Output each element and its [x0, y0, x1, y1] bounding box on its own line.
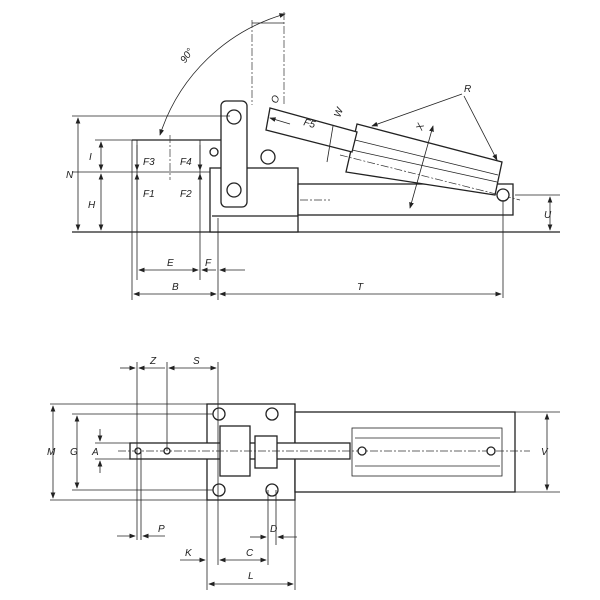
dim-U: U: [544, 210, 552, 221]
force-F3: F3: [143, 157, 155, 168]
dim-F: F: [205, 258, 212, 269]
dim-Z: Z: [149, 356, 157, 367]
pivot-pin: [496, 188, 510, 202]
dim-P: P: [158, 524, 165, 535]
dim-W: W: [332, 105, 346, 119]
lever-plate: [220, 100, 248, 208]
dim-R: R: [464, 84, 471, 95]
pivot-pin: [260, 149, 276, 165]
force-F2: F2: [180, 189, 192, 200]
mounting-hole: [212, 483, 226, 497]
dim-K: K: [185, 548, 193, 559]
dim-E: E: [167, 258, 174, 269]
dim-C: C: [246, 548, 254, 559]
mounting-hole: [265, 407, 279, 421]
side-view: 90° N I H: [66, 12, 560, 300]
angle-label: 90°: [179, 47, 197, 66]
dim-M: M: [47, 447, 56, 458]
pivot-pin: [209, 147, 219, 157]
dim-N: N: [66, 170, 74, 181]
mounting-hole: [265, 483, 279, 497]
dim-I: I: [89, 152, 92, 163]
dim-G: G: [70, 447, 78, 458]
dim-B: B: [172, 282, 179, 293]
dim-A: A: [91, 447, 99, 458]
top-view: M G A V Z S P D K C L: [47, 356, 560, 590]
force-F1: F1: [143, 189, 155, 200]
dim-D: D: [270, 524, 277, 535]
dim-V: V: [541, 447, 549, 458]
force-F5: F5: [302, 117, 317, 131]
pivot-pin: [226, 109, 242, 125]
piston-rod: [265, 107, 358, 153]
dim-X: X: [414, 122, 427, 133]
swing-arc: [159, 13, 286, 136]
pivot-pin: [226, 182, 242, 198]
dim-H: H: [88, 200, 96, 211]
dim-L: L: [248, 571, 254, 582]
dim-S: S: [193, 356, 200, 367]
dim-T: T: [357, 282, 364, 293]
dim-O: O: [269, 94, 282, 105]
mounting-hole: [212, 407, 226, 421]
force-F4: F4: [180, 157, 192, 168]
